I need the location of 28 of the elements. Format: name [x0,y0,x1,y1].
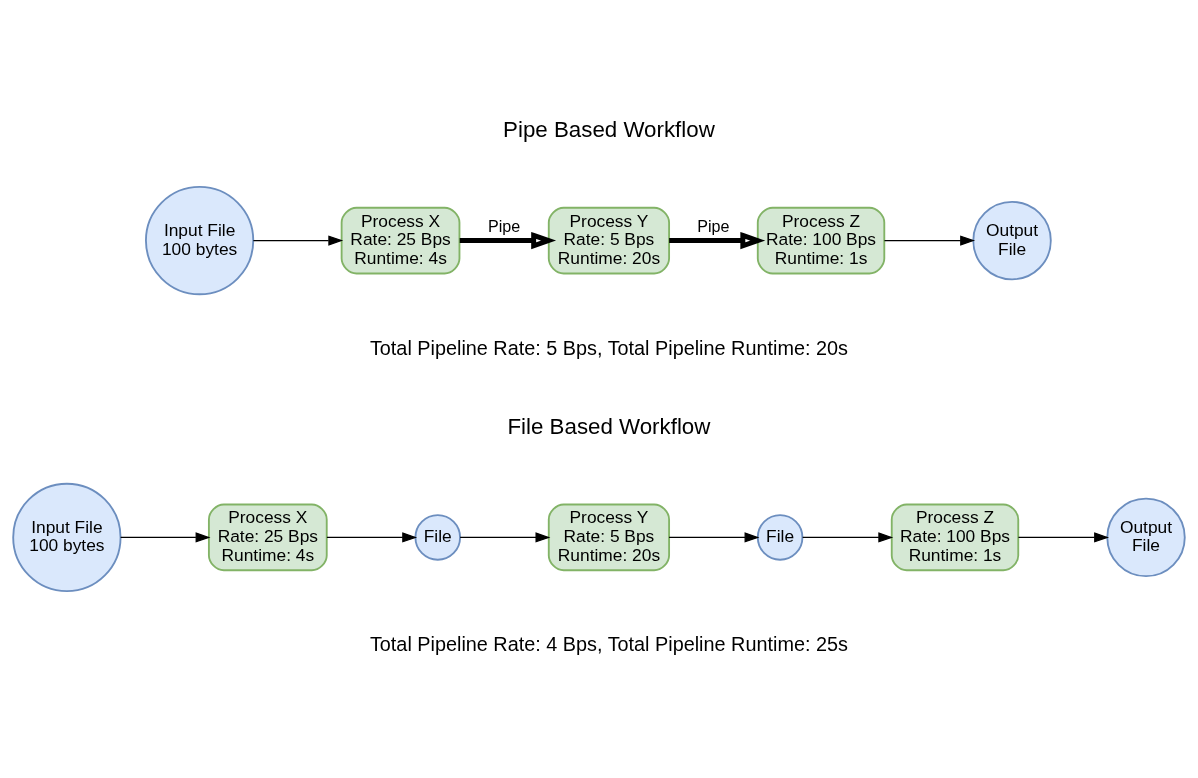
arrow [326,532,418,543]
label: Total Pipeline Rate: 5 Bps, Total Pipeline Runtime: 20s [369,336,848,359]
edge-label: Pipe [487,217,521,236]
node-circle: Output File [972,200,1052,281]
label: Pipe Based Workflow [503,116,715,142]
label: File Based Workflow [507,413,711,439]
node-box: Process Z Rate: 100 Bps Runtime: 1s [756,206,886,275]
node-box: Process Y Rate: 5 Bps Runtime: 20s [547,206,670,275]
arrow [459,231,557,250]
arrow [883,235,976,246]
arrow [668,532,760,543]
node-box: Process X Rate: 25 Bps Runtime: 4s [207,503,328,572]
node-circle: Input File 100 bytes [145,186,255,296]
node-circle: Output File [1106,497,1186,578]
label: Total Pipeline Rate: 4 Bps, Total Pipeline Runtime: 25s [369,633,848,656]
edge-label: Pipe [697,217,730,236]
node-box: Process Z Rate: 100 Bps Runtime: 1s [890,503,1020,572]
arrow [252,235,344,246]
node-circle: File [756,514,804,561]
node-box: Process X Rate: 25 Bps Runtime: 4s [340,206,461,275]
arrow [802,532,894,543]
arrow [1017,532,1110,543]
arrow [120,532,211,543]
arrow [459,532,551,543]
node-box: Process Y Rate: 5 Bps Runtime: 20s [547,503,670,572]
node-circle: File [414,514,461,561]
node-circle: Input File 100 bytes [12,482,122,592]
arrow [669,231,766,250]
